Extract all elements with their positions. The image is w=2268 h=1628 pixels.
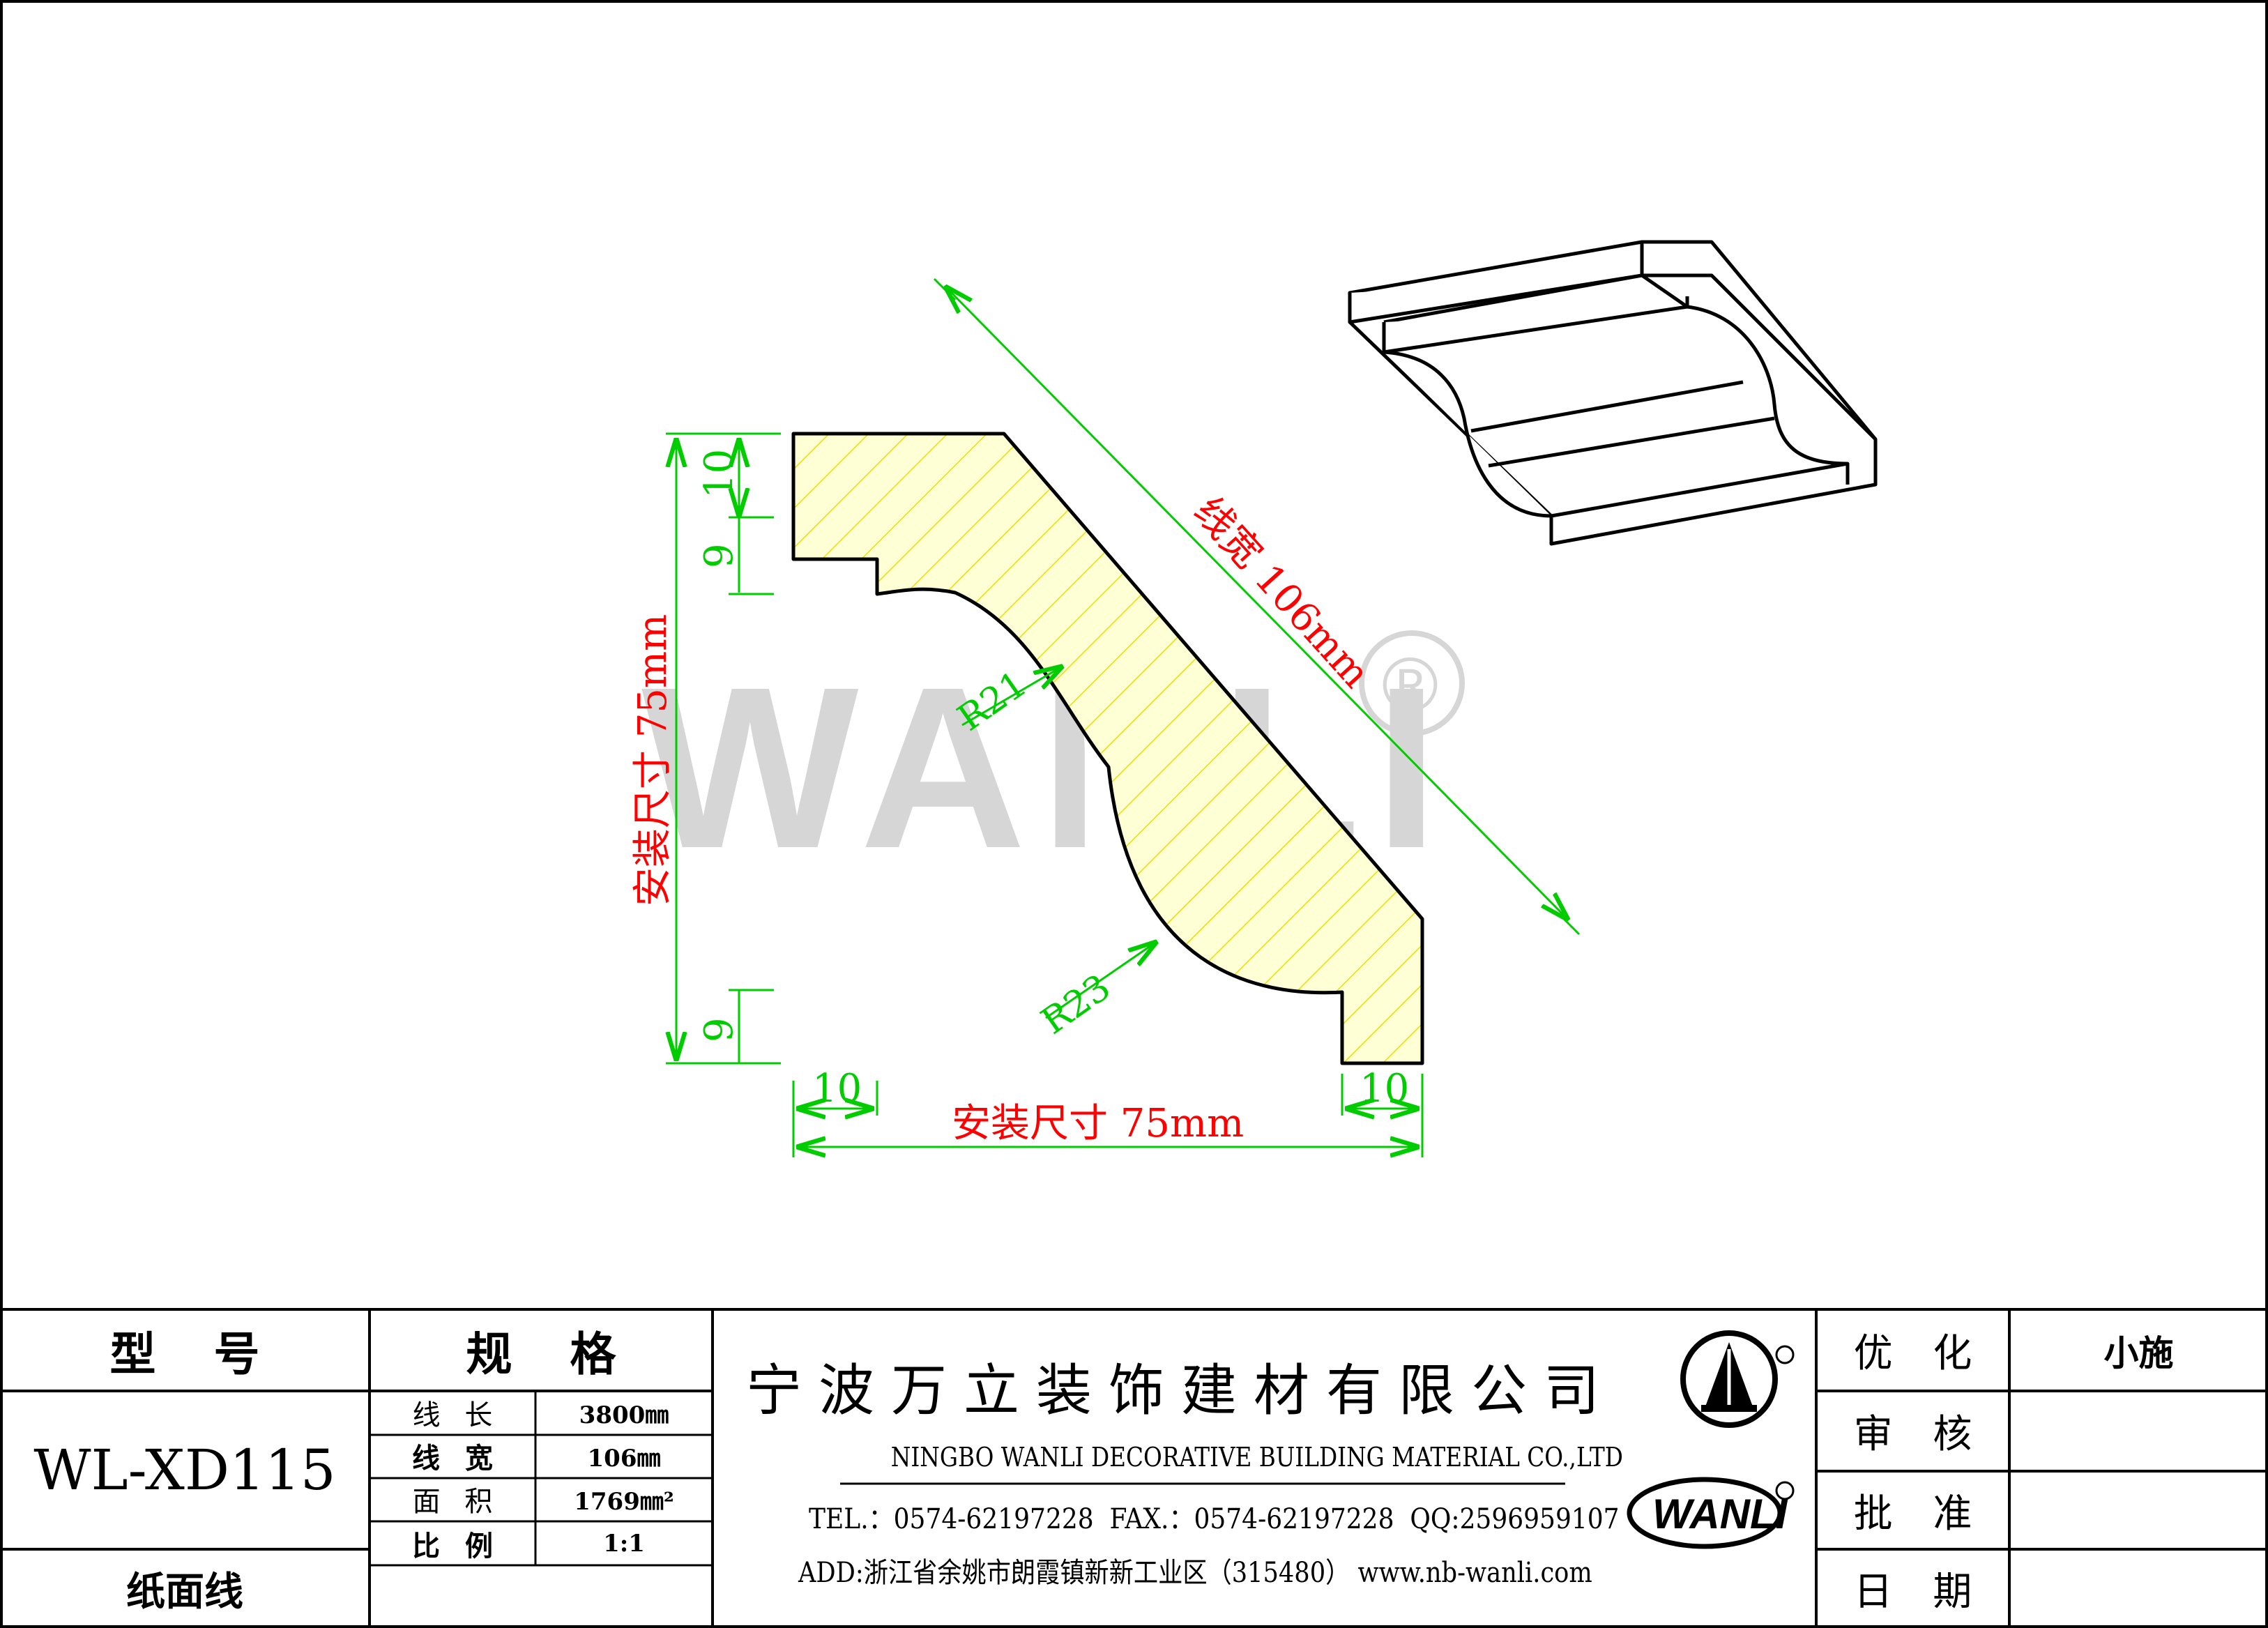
spec-row: 面 积 1769㎜² (370, 1477, 713, 1521)
spec-label: 线 长 (412, 1399, 493, 1431)
approval-value: 小施 (2103, 1332, 2174, 1374)
approval-value (2009, 1471, 2268, 1549)
spec-row: 线 宽 106㎜ (370, 1434, 713, 1477)
approval-value (2009, 1549, 2268, 1628)
approval-label: 日 期 (1853, 1569, 1972, 1615)
spec-header: 规 格 (466, 1326, 616, 1381)
spec-value: 3800㎜ (579, 1401, 669, 1429)
approval-row: 审 核 (1816, 1391, 2268, 1471)
step-bottom-dimension: 9 (697, 1017, 742, 1042)
svg-text:WANLI: WANLI (1652, 1491, 1788, 1537)
height-dimension-label: 安装尺寸 75mm (630, 614, 676, 906)
wanli-logo-icon: WANLI (1627, 1477, 1795, 1549)
step-second-dimension: 9 (697, 543, 742, 568)
title-block: 型 号 WL-XD115 纸面线 规 格 线 长 3800㎜ 线 宽 106㎜ … (0, 1309, 2268, 1628)
model-header: 型 号 (109, 1326, 260, 1381)
spec-label: 线 宽 (412, 1442, 493, 1475)
approval-row: 批 准 (1816, 1471, 2268, 1549)
approval-value (2009, 1391, 2268, 1471)
company-emblem-icon (1680, 1330, 1795, 1428)
approval-label: 优 化 (1853, 1331, 1972, 1376)
foot-left-dimension: 10 (812, 1066, 862, 1111)
spec-row: 比 例 1:1 (370, 1521, 713, 1565)
dimension-lines (666, 277, 1581, 1157)
approval-row: 优 化 小施 (1816, 1309, 2268, 1391)
spec-label: 面 积 (412, 1486, 493, 1518)
spec-label: 比 例 (412, 1529, 493, 1562)
title-block-grid (0, 1308, 2268, 1628)
model-value: WL-XD115 (33, 1438, 336, 1503)
spec-value: 106㎜ (587, 1444, 661, 1473)
spec-value: 1:1 (603, 1529, 645, 1558)
foot-right-dimension: 10 (1360, 1066, 1409, 1111)
width-dimension-label: 安装尺寸 75mm (952, 1101, 1244, 1146)
company-name-en: NINGBO WANLI DECORATIVE BUILDING MATERIA… (890, 1442, 1623, 1473)
spec-value: 1769㎜² (574, 1487, 674, 1516)
approval-label: 审 核 (1853, 1412, 1972, 1457)
isometric-view (1348, 240, 1878, 546)
approval-label: 批 准 (1853, 1491, 1972, 1537)
category-label: 纸面线 (126, 1569, 243, 1615)
approval-row: 日 期 (1816, 1549, 2268, 1628)
step-top-dimension: 10 (697, 449, 742, 499)
company-address: ADD:浙江省余姚市朗霞镇新新工业区（315480） www.nb-wanli.… (798, 1557, 1592, 1589)
spec-row: 线 长 3800㎜ (370, 1391, 713, 1434)
svg-text:®: ® (1382, 642, 1438, 728)
company-name-cn: 宁波万立装饰建材有限公司 (746, 1358, 1616, 1423)
company-contact: TEL.：0574-62197228 FAX.：0574-62197228 QQ… (809, 1503, 1620, 1535)
